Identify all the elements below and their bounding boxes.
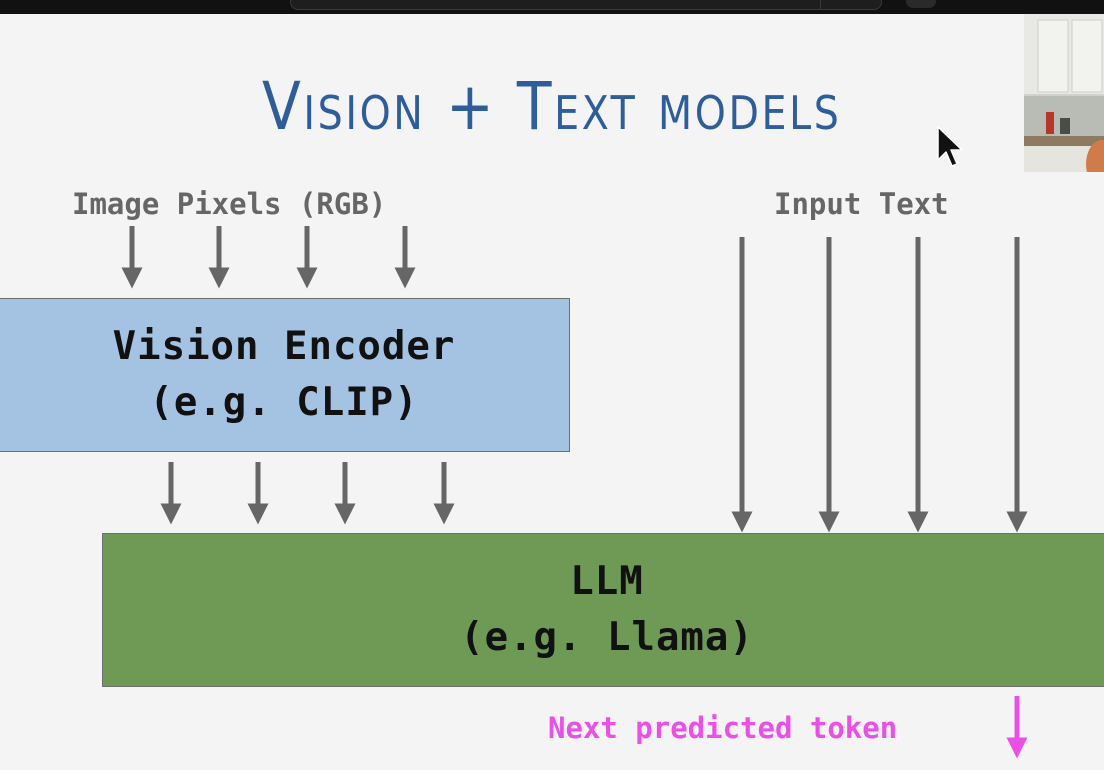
slide-title: Vision + Text models <box>262 68 842 145</box>
webcam-kitchen-image <box>1024 14 1104 172</box>
llm-title: LLM <box>570 559 644 604</box>
llm-box: LLM (e.g. Llama) <box>102 533 1104 687</box>
llm-example: (e.g. Llama) <box>460 615 754 660</box>
next-predicted-token-label: Next predicted token <box>548 711 898 745</box>
vision-encoder-box: Vision Encoder (e.g. CLIP) <box>0 298 570 452</box>
webcam-thumbnail <box>1024 14 1104 172</box>
vision-encoder-example: (e.g. CLIP) <box>149 380 419 425</box>
browser-top-bar <box>0 0 1104 14</box>
input-text-label: Input Text <box>774 187 949 221</box>
toolbar-button[interactable] <box>906 0 936 8</box>
image-pixels-label: Image Pixels (RGB) <box>72 187 387 221</box>
mouse-cursor-icon <box>937 126 963 167</box>
vision-encoder-title: Vision Encoder <box>112 324 456 369</box>
